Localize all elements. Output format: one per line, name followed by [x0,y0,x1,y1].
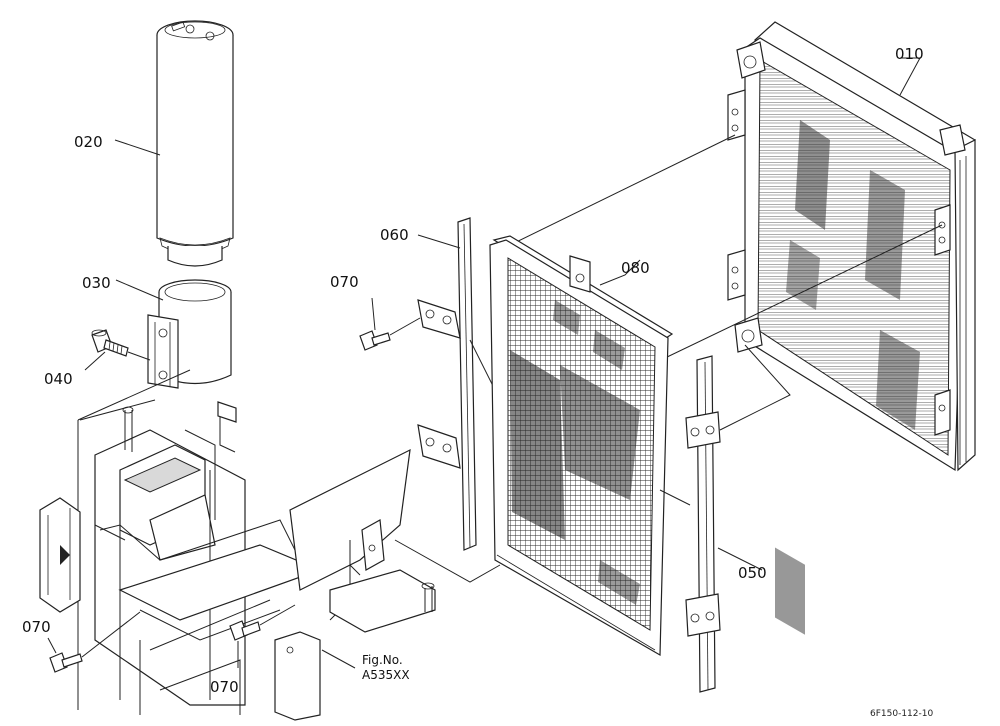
label-020: 020 [74,133,103,151]
figure-ref-line2: A535XX [362,668,410,682]
label-050: 050 [738,564,767,582]
label-010: 010 [895,45,924,63]
label-040: 040 [44,370,73,388]
bolt-070-lower-left [47,611,141,673]
screen-080 [489,235,674,657]
bolt-070-lower-mid [229,604,296,668]
support-frame [39,369,501,721]
label-070-upper: 070 [330,273,359,291]
receiver-drier-020 [114,20,234,267]
bracket-060 [417,217,496,551]
bolt-070-upper [359,297,421,351]
label-070-lower-left: 070 [22,618,51,636]
clamp-band-030 [115,279,232,389]
drawing-code: 6F150-112-10 [870,709,933,719]
label-070-lower-mid: 070 [210,678,239,696]
bolt-040 [84,329,151,371]
label-060: 060 [380,226,409,244]
label-030: 030 [82,274,111,292]
condenser-010 [499,21,976,635]
label-080: 080 [621,259,650,277]
bracket-050 [659,355,763,693]
figure-ref-line1: Fig.No. [362,653,403,667]
